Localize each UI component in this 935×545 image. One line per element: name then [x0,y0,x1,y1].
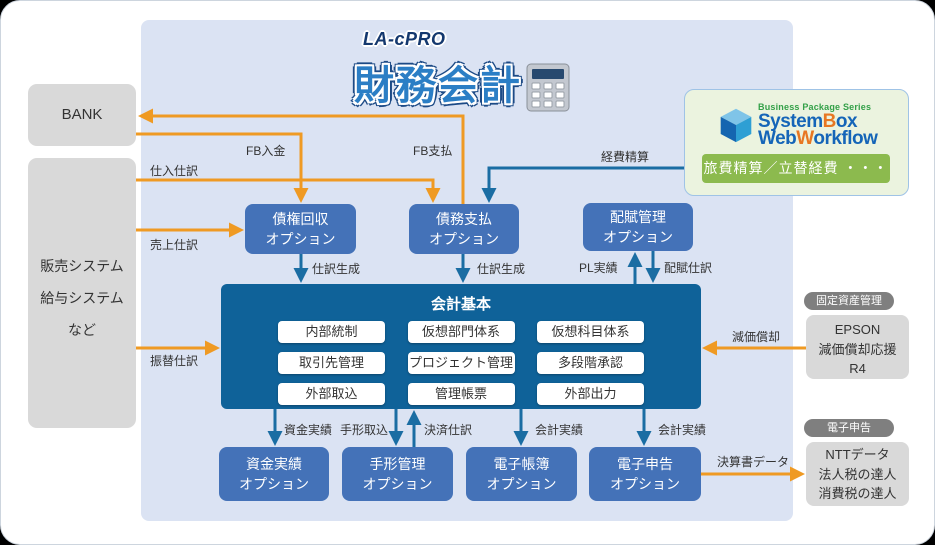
label-transfer: 振替仕訳 [150,354,199,368]
option-cash-actual: 資金実績 オプション [219,447,329,501]
system-label-payroll: 給与システム [40,290,124,306]
option-bill-mgmt: 手形管理 オプション [342,447,453,501]
label-fb-deposit: FB入金 [246,144,286,158]
product2-a: Web [758,128,797,150]
product2-b: W [796,128,814,150]
product-name-1: SystemBox [758,111,877,132]
module-external-output: 外部出力 [537,383,644,405]
label-allocation: 配賦仕訳 [664,261,713,275]
system-label-etc: など [68,322,96,338]
product1-c: ox [835,111,858,132]
label-bill-import: 手形取込 [340,423,389,437]
option-allocation: 配賦管理 オプション [583,203,693,251]
label-financial-statement: 決算書データ [717,455,790,469]
expense-button: 旅費精算／立替経費 ・・・ [702,154,890,183]
option-ebook: 電子帳簿 オプション [466,447,577,501]
label-journal-gen-1: 仕訳生成 [312,262,361,276]
label-depreciation: 減価償却 [732,330,781,344]
bank-box: BANK [28,84,136,146]
cube-icon [720,109,752,143]
module-mgmt-reports: 管理帳票 [407,383,515,405]
core-accounting-box: 会計基本 内部統制 仮想部門体系 仮想科目体系 取引先管理 プロジェクト管理 多… [221,284,701,409]
label-acct-actual-2: 会計実績 [658,423,707,437]
option-payables: 債務支払 オプション [409,204,519,254]
product1-b: B [822,111,837,132]
workflow-card: Business Package Series SystemBox WebWor… [684,89,909,196]
ntt-box: NTTデータ 法人税の達人 消費税の達人 [806,442,909,506]
label-fb-payment: FB支払 [413,144,453,158]
module-project-mgmt: プロジェクト管理 [407,352,515,374]
label-sales: 売上仕訳 [150,238,199,252]
label-purchase: 仕入仕訳 [150,164,199,178]
product-name-2: WebWorkflow [758,128,878,150]
label-expense: 経費精算 [601,150,650,164]
page-title: 財務会計 [354,64,522,108]
module-multistep-approval: 多段階承認 [537,352,644,374]
series-label: Business Package Series [758,102,872,112]
label-settlement: 決済仕訳 [424,423,473,437]
brand-logo: LA-cPRO [363,29,446,49]
core-module-grid: 内部統制 仮想部門体系 仮想科目体系 取引先管理 プロジェクト管理 多段階承認 … [221,321,701,405]
module-partner-mgmt: 取引先管理 [278,352,385,374]
etax-tag: 電子申告 [804,419,894,437]
module-external-import: 外部取込 [278,383,385,405]
label-acct-actual-1: 会計実績 [535,423,584,437]
fixed-asset-tag: 固定資産管理 [804,292,894,310]
epson-box: EPSON 減価償却応援 R4 [806,315,909,379]
module-virtual-account: 仮想科目体系 [537,321,644,343]
calculator-icon [526,63,570,112]
system-label-sales: 販売システム [40,258,124,274]
label-journal-gen-2: 仕訳生成 [477,262,526,276]
option-receivables: 債権回収 オプション [245,204,356,254]
external-systems-box: 販売システム 給与システム など [28,158,136,428]
module-internal-control: 内部統制 [278,321,385,343]
module-virtual-dept: 仮想部門体系 [407,321,515,343]
product1-a: System [758,111,823,132]
label-cash-actual: 資金実績 [284,423,333,437]
systembox-logo: Business Package Series SystemBox WebWor… [718,102,878,150]
label-pl-actual: PL実績 [579,261,618,275]
option-etax: 電子申告 オプション [589,447,701,501]
product2-c: orkflow [813,128,878,150]
core-title: 会計基本 [430,296,491,313]
